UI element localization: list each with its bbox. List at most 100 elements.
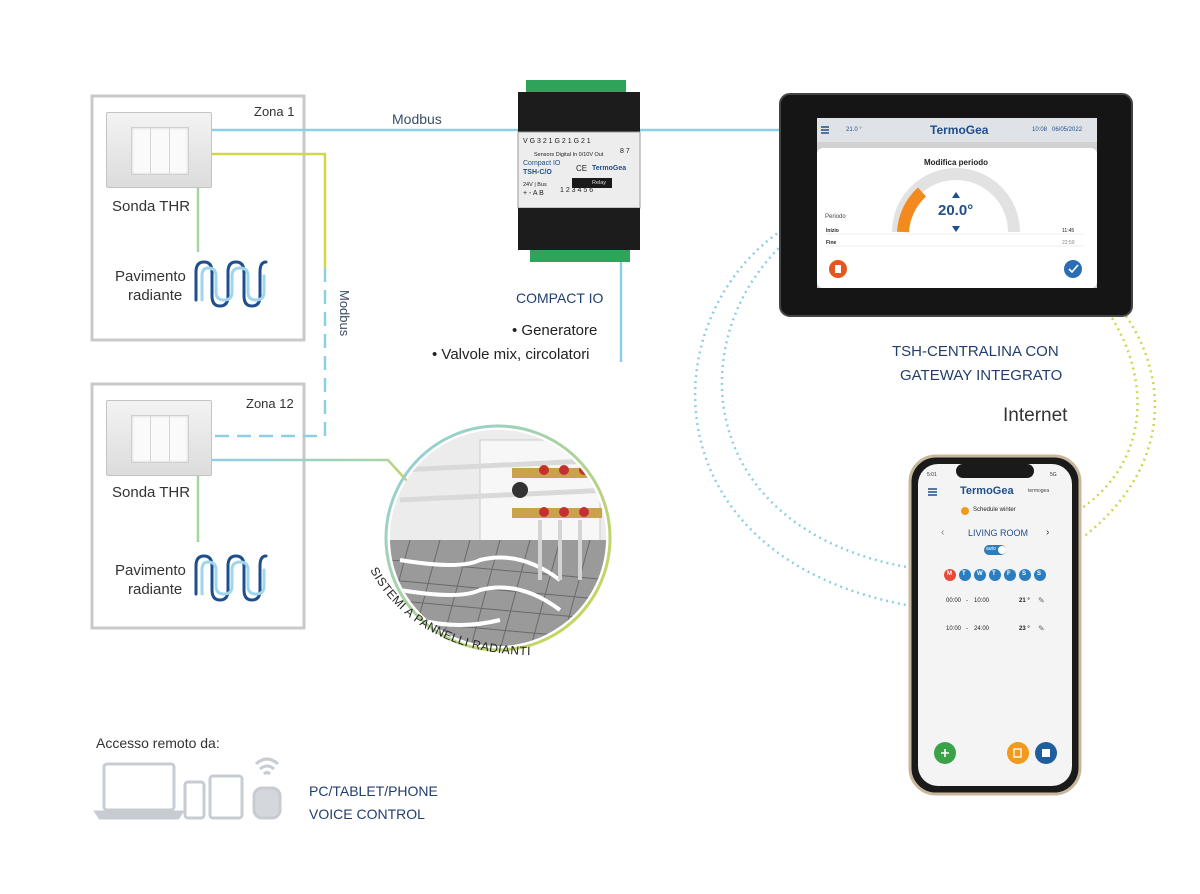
pencil-icon[interactable]: ✎ xyxy=(1038,596,1045,605)
zona1-coil xyxy=(194,260,268,308)
remote-line1: PC/TABLET/PHONE xyxy=(309,783,438,799)
phone-row-1-dash: - xyxy=(966,598,968,604)
phone-menu-icon[interactable] xyxy=(928,488,937,496)
compact-io-bullet-2-text: Valvole mix, circolatori xyxy=(441,346,590,363)
phone-status-time: 5:01 xyxy=(927,472,937,478)
radiant-label: SISTEMI A PANNELLI RADIANTI xyxy=(367,565,531,659)
phone-row-1-to: 10:00 xyxy=(974,598,990,604)
tablet-device xyxy=(779,93,1133,317)
tablet-fine-label: Fine xyxy=(826,240,837,246)
zona1-box xyxy=(90,94,306,342)
zona12-coil xyxy=(194,554,268,602)
io-name2: TSH-C/O xyxy=(523,169,552,176)
internet-arc-blue-outer xyxy=(693,228,913,608)
check-icon xyxy=(1068,264,1079,274)
zona12-title: Zona 12 xyxy=(246,396,294,411)
day-4[interactable]: F xyxy=(1007,571,1011,577)
io-relay-label: Relay xyxy=(592,180,607,186)
io-power-terms: + - A B xyxy=(523,190,544,197)
phone-row-2-dash: - xyxy=(966,626,968,632)
phone-brand: TermoGea xyxy=(960,485,1014,497)
io-ce-mark: CE xyxy=(576,164,588,173)
modbus-label-top: Modbus xyxy=(392,111,442,127)
tablet-date: 06/05/2022 xyxy=(1052,127,1083,133)
tablet-brand: TermoGea xyxy=(930,123,989,137)
io-relay-terms: 1 2 3 4 5 6 xyxy=(560,187,594,194)
tablet-time: 10:08 xyxy=(1032,127,1048,133)
day-0[interactable]: M xyxy=(947,571,952,577)
tablet-modal-title: Modifica periodo xyxy=(924,158,988,167)
smart-speaker-icon xyxy=(252,786,282,820)
internet-label: Internet xyxy=(1003,405,1068,426)
phone-schedule[interactable]: Schedule winter xyxy=(973,507,1016,513)
compact-io-bullet-1: • Generatore xyxy=(512,322,598,339)
radiant-label-svg: SISTEMI A PANNELLI RADIANTI xyxy=(367,565,531,659)
tablet-inizio-value[interactable]: 11:45 xyxy=(1062,228,1075,234)
phone-row-2-from: 10:00 xyxy=(946,626,962,632)
compact-io-bullet-1-text: Generatore xyxy=(521,322,598,339)
tablet-fine-value[interactable]: 22:59 xyxy=(1062,240,1075,246)
internet-arc-green-outer xyxy=(1081,315,1157,539)
modbus-label-vertical: Modbus xyxy=(337,290,352,337)
copy-button[interactable] xyxy=(1007,742,1029,764)
io-side-terms: 8 7 xyxy=(620,148,630,155)
gateway-label-line1: TSH-CENTRALINA CON xyxy=(892,343,1059,360)
compact-io-bullet-2: • Valvole mix, circolatori xyxy=(432,346,590,363)
gauge-fill xyxy=(897,187,927,233)
zona12-wire xyxy=(212,458,409,483)
phone-room: LIVING ROOM xyxy=(968,528,1029,538)
save-icon xyxy=(1042,749,1050,757)
pencil-icon[interactable]: ✎ xyxy=(1038,624,1045,633)
day-6[interactable]: S xyxy=(1037,571,1042,577)
internet-arc-green-inner xyxy=(1081,317,1139,510)
io-brand: TermoGea xyxy=(592,165,627,172)
tablet-icon xyxy=(208,774,244,820)
compact-io-device xyxy=(517,80,641,262)
chevron-left-icon[interactable]: ‹ xyxy=(941,527,945,538)
zona1-green-wire xyxy=(212,152,327,268)
internet-arc-blue-inner xyxy=(720,235,913,570)
phone-mode: auto xyxy=(986,546,996,552)
zona1-thermostat xyxy=(106,112,212,188)
zona1-floor-line1: Pavimento xyxy=(115,268,186,285)
zona12-floor-line2: radiante xyxy=(128,581,183,598)
phone-icon xyxy=(183,780,206,820)
tablet-periodo-label: Periodo xyxy=(825,214,846,220)
day-5[interactable]: S xyxy=(1022,571,1027,577)
remote-title: Accesso remoto da: xyxy=(96,735,220,751)
chevron-right-icon[interactable]: › xyxy=(1046,527,1050,538)
tablet-temp-status: 21.0 ° xyxy=(846,127,862,133)
zona12-thermostat xyxy=(106,400,212,476)
gateway-label-line2: GATEWAY INTEGRATO xyxy=(900,367,1063,384)
remote-icons xyxy=(93,757,282,820)
phone-row-2-to: 24:00 xyxy=(974,626,990,632)
compact-io-title: COMPACT IO xyxy=(516,290,604,306)
io-power-label: 24V | Bus xyxy=(523,182,547,188)
phone-row-1-temp: 21 ° xyxy=(1019,598,1030,604)
menu-icon[interactable] xyxy=(821,126,829,134)
zona1-sensor-label: Sonda THR xyxy=(112,198,191,215)
day-2[interactable]: W xyxy=(977,571,983,577)
copy-icon xyxy=(1013,748,1022,758)
trash-icon xyxy=(835,265,841,273)
tablet-setpoint: 20.0° xyxy=(938,202,974,219)
day-1[interactable]: T xyxy=(962,571,966,577)
phone-status-right: 5G xyxy=(1050,472,1057,478)
phone-account[interactable]: termogea xyxy=(1028,488,1050,494)
phone-row-1-from: 00:00 xyxy=(946,598,962,604)
io-labels-top: Sensors Digital In 0/10V Out xyxy=(534,152,604,158)
gauge-up-arrow[interactable] xyxy=(952,192,960,198)
tablet-inizio-label: Inizio xyxy=(826,228,839,234)
plus-icon xyxy=(941,749,949,757)
days-row xyxy=(944,569,1046,581)
wifi-icon xyxy=(254,757,280,776)
confirm-button[interactable] xyxy=(1064,260,1082,278)
zona12-floor-line1: Pavimento xyxy=(115,562,186,579)
day-3[interactable]: T xyxy=(992,571,996,577)
zona1-title: Zona 1 xyxy=(254,104,295,119)
io-terminals-top: V G 3 2 1 G 2 1 G 2 1 xyxy=(523,138,591,145)
gauge-down-arrow[interactable] xyxy=(952,226,960,232)
phone-row-2-temp: 23 ° xyxy=(1019,626,1030,632)
